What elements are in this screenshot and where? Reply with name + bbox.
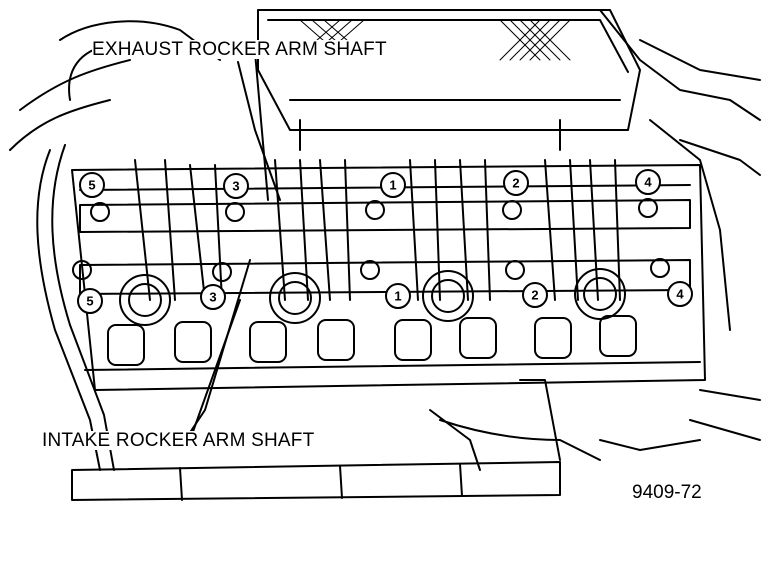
seq-circle-upper-3 [223, 173, 249, 199]
seq-number-upper-3: 3 [232, 179, 239, 194]
seq-number-lower-5: 5 [86, 294, 93, 309]
seq-number-lower-2: 2 [531, 288, 538, 303]
seq-number-upper-4: 4 [644, 175, 652, 190]
seq-circle-upper-4 [635, 169, 661, 195]
seq-circle-upper-1 [380, 172, 406, 198]
seq-number-lower-1: 1 [394, 289, 401, 304]
seq-circle-upper-2 [503, 170, 529, 196]
seq-circle-upper-5 [79, 172, 105, 198]
exhaust-shaft-label: EXHAUST ROCKER ARM SHAFT [92, 39, 387, 60]
seq-circle-lower-1 [385, 283, 411, 309]
seq-number-upper-1: 1 [389, 178, 396, 193]
seq-circle-lower-2 [522, 282, 548, 308]
seq-circle-lower-5 [77, 288, 103, 314]
seq-number-lower-3: 3 [209, 290, 216, 305]
seq-number-upper-2: 2 [512, 176, 519, 191]
seq-circle-lower-3 [200, 284, 226, 310]
seq-circle-lower-4 [667, 281, 693, 307]
figure-number: 9409-72 [632, 482, 702, 503]
seq-number-lower-4: 4 [676, 287, 684, 302]
intake-shaft-label: INTAKE ROCKER ARM SHAFT [42, 430, 315, 451]
seq-number-upper-5: 5 [88, 178, 95, 193]
